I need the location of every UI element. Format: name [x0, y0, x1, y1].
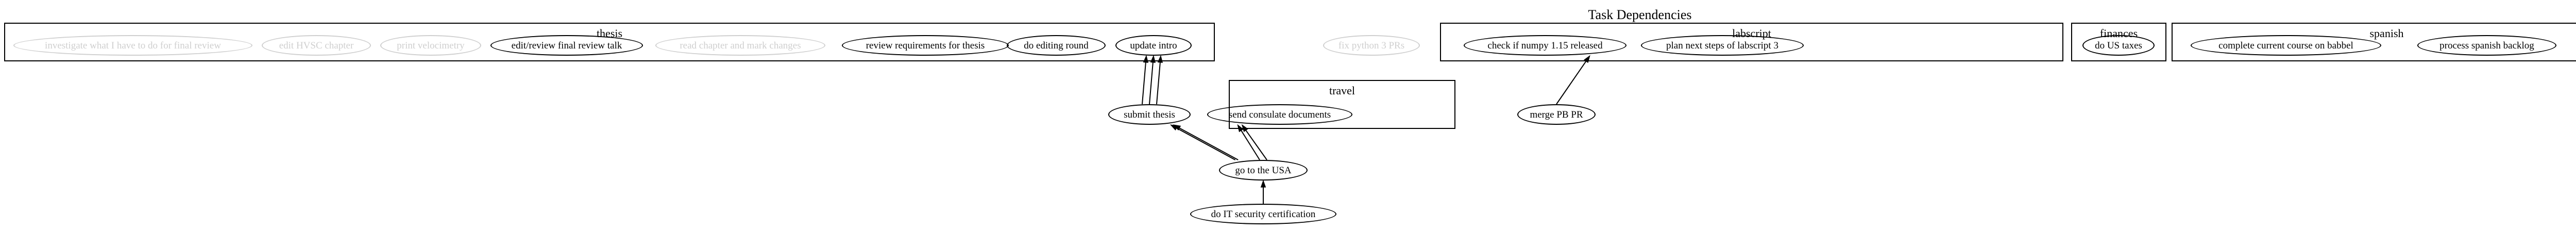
- node-update-intro[interactable]: update intro: [1115, 35, 1192, 56]
- node-label: print velocimetry: [397, 40, 465, 51]
- node-label: review requirements for thesis: [866, 40, 985, 51]
- node-read-chapter-mark-changes[interactable]: read chapter and mark changes: [655, 35, 825, 56]
- node-do-it-security-certification[interactable]: do IT security certification: [1190, 204, 1336, 224]
- node-fix-python-3-prs[interactable]: fix python 3 PRs: [1323, 35, 1420, 56]
- edge-it-security-to-go-to-usa-arrowhead: [1260, 179, 1266, 188]
- node-label: go to the USA: [1235, 165, 1292, 176]
- node-send-consulate-documents[interactable]: send consulate documents: [1207, 104, 1352, 125]
- node-label: do IT security certification: [1211, 208, 1316, 220]
- node-complete-current-course-on-babbel[interactable]: complete current course on babbel: [2191, 35, 2381, 56]
- edge-submit-thesis-to-update-intro-2: [1149, 62, 1154, 105]
- node-label: complete current course on babbel: [2218, 40, 2353, 51]
- node-label: do US taxes: [2095, 40, 2142, 51]
- edge-merge-pb-pr-to-check-numpy: [1556, 61, 1587, 105]
- edge-go-to-usa-to-submit-thesis-2-arrowhead: [1173, 124, 1181, 131]
- node-label: plan next steps of labscript 3: [1666, 40, 1778, 51]
- page-title: Task Dependencies: [1588, 7, 1692, 22]
- node-plan-next-steps-labscript[interactable]: plan next steps of labscript 3: [1641, 35, 1804, 56]
- node-review-requirements-for-thesis[interactable]: review requirements for thesis: [842, 35, 1009, 56]
- node-label: edit/review final review talk: [511, 40, 622, 51]
- node-do-editing-round[interactable]: do editing round: [1007, 35, 1106, 56]
- edge-go-to-usa-to-submit-thesis-1: [1176, 127, 1236, 160]
- edge-submit-thesis-to-update-intro-3: [1156, 62, 1161, 105]
- node-label: edit HVSC chapter: [279, 40, 354, 51]
- node-label: merge PB PR: [1530, 109, 1583, 120]
- node-submit-thesis[interactable]: submit thesis: [1108, 104, 1191, 125]
- node-edit-review-final-review-talk[interactable]: edit/review final review talk: [490, 35, 643, 56]
- node-label: submit thesis: [1124, 109, 1175, 120]
- node-label: update intro: [1130, 40, 1177, 51]
- node-label: read chapter and mark changes: [680, 40, 801, 51]
- edge-submit-thesis-to-update-intro-1: [1142, 62, 1146, 105]
- node-do-us-taxes[interactable]: do US taxes: [2082, 35, 2155, 56]
- node-merge-pb-pr[interactable]: merge PB PR: [1517, 104, 1596, 125]
- cluster-spanish: spanish: [2172, 23, 2576, 61]
- node-label: process spanish backlog: [2439, 40, 2534, 51]
- cluster-travel: travel: [1229, 80, 1455, 129]
- cluster-label-spanish: spanish: [2369, 27, 2404, 40]
- node-investigate-final-review[interactable]: investigate what I have to do for final …: [13, 35, 252, 56]
- node-label: investigate what I have to do for final …: [45, 40, 221, 51]
- edge-go-to-usa-to-submit-thesis-2: [1179, 127, 1239, 160]
- node-print-velocimetry[interactable]: print velocimetry: [380, 35, 481, 56]
- node-label: fix python 3 PRs: [1338, 40, 1405, 51]
- edge-go-to-usa-to-send-consulate-2: [1245, 130, 1267, 160]
- edge-go-to-usa-to-submit-thesis-1-arrowhead: [1170, 124, 1178, 131]
- node-go-to-the-usa[interactable]: go to the USA: [1219, 160, 1308, 181]
- node-label: send consulate documents: [1228, 109, 1331, 120]
- node-edit-hvsc-chapter[interactable]: edit HVSC chapter: [262, 35, 371, 56]
- node-process-spanish-backlog[interactable]: process spanish backlog: [2417, 35, 2556, 56]
- node-label: do editing round: [1024, 40, 1089, 51]
- cluster-label-travel: travel: [1329, 84, 1355, 97]
- node-label: check if numpy 1.15 released: [1487, 40, 1603, 51]
- node-check-if-numpy-released[interactable]: check if numpy 1.15 released: [1464, 35, 1626, 56]
- edge-go-to-usa-to-send-consulate-1: [1241, 130, 1260, 160]
